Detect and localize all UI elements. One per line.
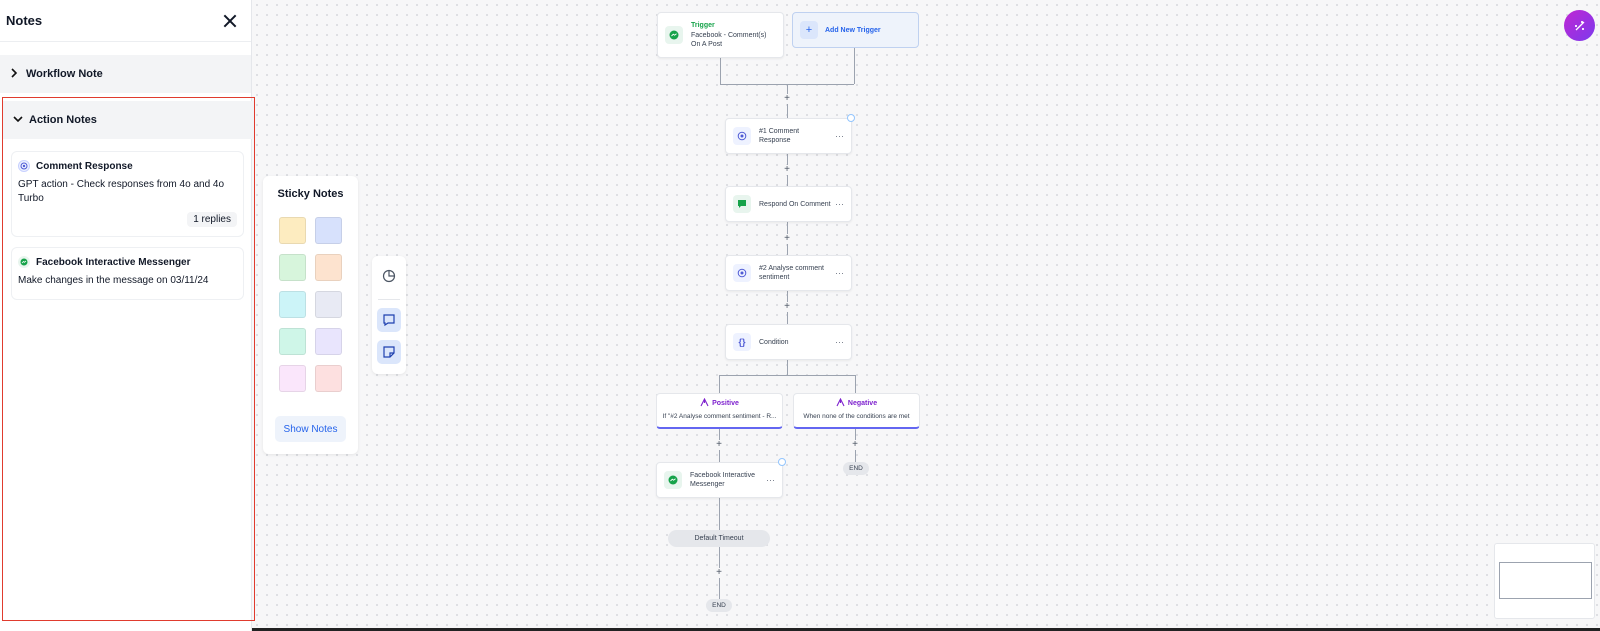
more-options-icon[interactable]: ··· [766,475,775,485]
notes-header: Notes [0,0,251,42]
sticky-color-swatch[interactable] [279,328,306,355]
note-card[interactable]: Comment Response GPT action - Check resp… [11,151,244,237]
note-text: Make changes in the message on 03/11/24 [18,275,209,286]
minimap[interactable] [1494,543,1595,619]
section-label: Action Notes [29,114,97,126]
branch-icon [836,397,845,409]
action-node-messenger[interactable]: Facebook Interactive Messenger ··· [656,462,783,498]
connector [854,48,855,84]
comment-reply-icon [733,195,751,213]
workflow-note-toggle[interactable]: Workflow Note [0,55,251,93]
more-options-icon[interactable]: ··· [835,199,844,209]
add-step-button[interactable]: + [782,165,792,175]
branch-desc: When none of the conditions are met [803,413,910,420]
branch-negative[interactable]: Negative When none of the conditions are… [793,393,920,429]
connector [787,360,788,375]
note-title: Comment Response [36,160,133,172]
sticky-color-swatch[interactable] [279,365,306,392]
connector [719,375,856,376]
branch-icon [700,397,709,409]
chevron-down-icon [13,114,29,126]
sticky-color-swatch[interactable] [315,328,342,355]
action-label: Facebook Interactive Messenger [690,472,755,488]
connector [719,375,720,393]
sticky-notes-title: Sticky Notes [277,188,344,200]
add-new-trigger-button[interactable]: + Add New Trigger [792,12,919,48]
action-label: #1 Comment Response [759,128,800,144]
gpt-icon [733,264,751,282]
notes-title: Notes [6,13,43,28]
sticky-notes-panel: Sticky Notes Show Notes [263,176,358,454]
minimap-viewport[interactable] [1499,562,1592,599]
divider [378,299,400,300]
action-node-respond-on-comment[interactable]: Respond On Comment ··· [725,186,852,222]
workflow-canvas[interactable] [252,0,1600,628]
plus-icon: + [800,21,818,39]
default-timeout[interactable]: Default Timeout [668,530,770,547]
sticky-color-swatch[interactable] [279,217,306,244]
messenger-icon [18,256,30,268]
pie-chart-icon[interactable] [377,264,401,288]
comment-icon[interactable] [377,308,401,332]
sticky-color-swatch[interactable] [279,254,306,281]
bottom-border [0,628,1600,631]
messenger-icon [665,26,683,44]
more-options-icon[interactable]: ··· [835,268,844,278]
branch-name: Positive [712,400,739,407]
add-step-button[interactable]: + [850,440,860,450]
sticky-color-swatch[interactable] [315,365,342,392]
sticky-color-swatch[interactable] [315,291,342,318]
trigger-name: Facebook - Comment(s) On A Post [691,31,767,48]
sticky-color-swatch[interactable] [279,291,306,318]
action-label: #2 Analyse comment sentiment [759,265,824,281]
chevron-right-icon [10,67,26,81]
branch-desc: If "#2 Analyse comment sentiment - R... [662,413,777,420]
branch-positive[interactable]: Positive If "#2 Analyse comment sentimen… [656,393,783,429]
connector [720,58,721,84]
end-marker: END [843,462,869,475]
action-notes-section: Action Notes Comment Response GPT action… [2,97,255,621]
action-label: Condition [759,338,789,346]
add-trigger-label: Add New Trigger [825,26,881,34]
messenger-icon [664,471,682,489]
branch-name: Negative [847,400,878,407]
add-step-button[interactable]: + [714,440,724,450]
trigger-label: Trigger [691,21,715,29]
note-indicator-icon[interactable] [847,114,855,122]
note-indicator-icon[interactable] [778,458,786,466]
add-step-button[interactable]: + [782,234,792,244]
show-notes-button[interactable]: Show Notes [275,416,346,442]
connector [855,375,856,393]
action-node-comment-response[interactable]: #1 Comment Response ··· [725,118,852,154]
gpt-icon [18,160,30,172]
trigger-node[interactable]: Trigger Facebook - Comment(s) On A Post [657,12,784,58]
note-text: GPT action - Check responses from 4o and… [18,179,225,204]
note-card[interactable]: Facebook Interactive Messenger Make chan… [11,247,244,300]
action-node-analyse-sentiment[interactable]: #2 Analyse comment sentiment ··· [725,255,852,291]
replies-badge[interactable]: 1 replies [187,212,237,227]
sticky-color-swatch[interactable] [315,254,342,281]
close-icon[interactable] [221,12,239,30]
add-step-button[interactable]: + [782,302,792,312]
canvas-toolstrip [372,256,406,374]
end-marker: END [706,599,732,612]
action-notes-toggle[interactable]: Action Notes [3,101,254,139]
action-node-condition[interactable]: {} Condition ··· [725,324,852,360]
more-options-icon[interactable]: ··· [835,337,844,347]
sticky-color-swatch[interactable] [315,217,342,244]
gpt-icon [733,127,751,145]
note-title: Facebook Interactive Messenger [36,256,191,268]
ai-assistant-button[interactable] [1564,10,1595,41]
sticky-note-icon[interactable] [377,340,401,364]
connector [719,498,720,530]
action-label: Respond On Comment [759,200,831,208]
add-step-button[interactable]: + [714,568,724,578]
add-step-button[interactable]: + [782,94,792,104]
section-label: Workflow Note [26,68,103,80]
more-options-icon[interactable]: ··· [835,131,844,141]
braces-icon: {} [733,333,751,351]
